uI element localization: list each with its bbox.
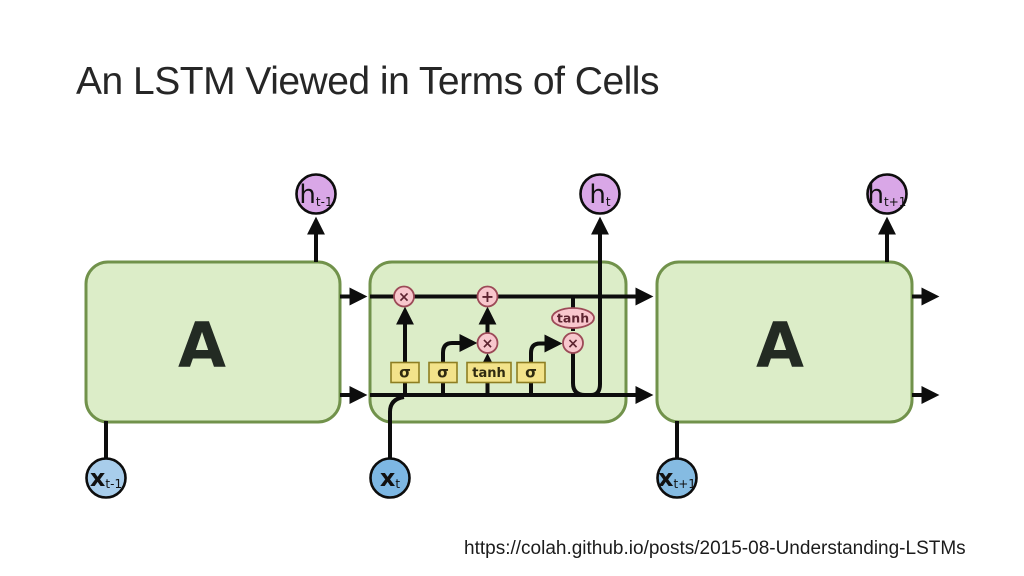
x-prev-node: [85, 457, 127, 499]
source-url: https://colah.github.io/posts/2015-08-Un…: [464, 538, 966, 559]
x-current-label: xt: [380, 464, 400, 492]
h-next-node: [866, 173, 908, 215]
cell-previous-label: A: [178, 309, 226, 382]
x-next-label: xt+1: [658, 464, 696, 492]
x-next-node: [656, 457, 698, 499]
cell-previous: [84, 260, 342, 424]
h-prev-label: ht-1: [299, 180, 332, 210]
cell-next: [655, 260, 914, 424]
page-title: An LSTM Viewed in Terms of Cells: [76, 60, 659, 103]
h-current-label: ht: [589, 180, 610, 210]
x-prev-label: xt-1: [90, 464, 122, 492]
h-current-node: [579, 173, 621, 215]
connectors: [104, 216, 940, 459]
cell-next-label: A: [756, 309, 804, 382]
h-prev-node: [295, 173, 337, 215]
x-current-node: [369, 457, 411, 499]
h-next-label: ht+1: [868, 180, 907, 210]
hidden-output-nodes: ht-1 ht ht+1: [295, 173, 908, 215]
input-nodes: xt-1 xt xt+1: [85, 457, 698, 499]
